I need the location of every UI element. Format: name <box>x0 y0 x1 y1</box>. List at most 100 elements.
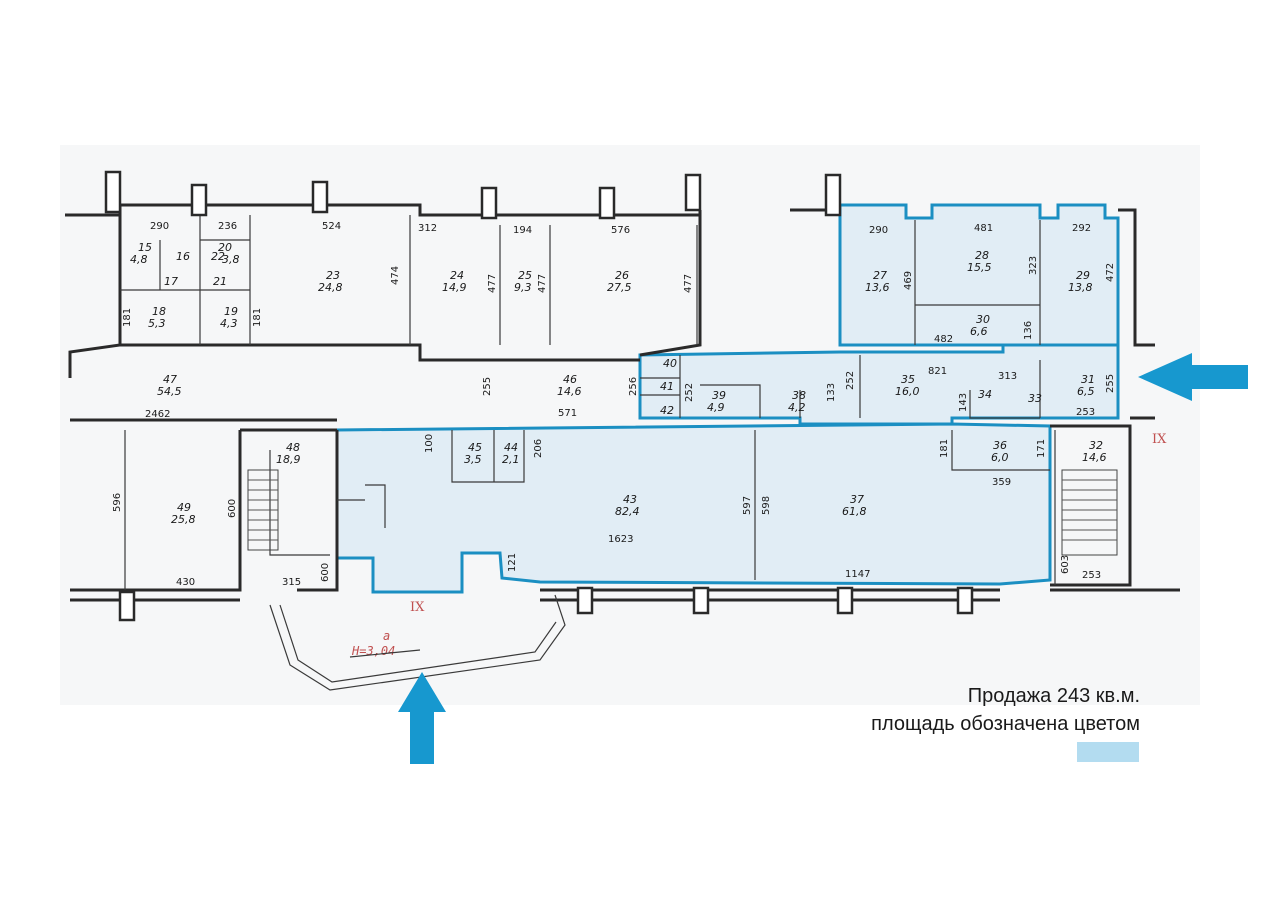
dimension: 359 <box>992 477 1011 488</box>
dimension: 206 <box>533 439 544 458</box>
room-area: 4,2 <box>788 401 806 414</box>
dimension: 136 <box>1023 321 1034 340</box>
room-area: 4,3 <box>220 317 238 330</box>
dimension: 474 <box>390 266 401 285</box>
dimension: 597 <box>742 496 753 515</box>
room-number: 26 <box>615 269 629 282</box>
dimension: 255 <box>482 377 493 396</box>
room-number: 19 <box>224 305 238 318</box>
stairs-right <box>1061 469 1118 556</box>
dimension: 143 <box>958 393 969 412</box>
room-number: 29 <box>1076 269 1090 282</box>
dimension: 194 <box>513 225 532 236</box>
room-area: 6,5 <box>1077 385 1095 398</box>
room-area: 3,5 <box>464 453 482 466</box>
room-number: 17 <box>164 275 178 288</box>
dimension: 253 <box>1076 407 1095 418</box>
dimension: 430 <box>176 577 195 588</box>
dimension: 181 <box>122 308 133 327</box>
room-area: 82,4 <box>615 505 640 518</box>
dimension: 100 <box>424 434 435 453</box>
dimension: 323 <box>1028 256 1039 275</box>
room-number: 23 <box>326 269 340 282</box>
dimension: 600 <box>227 499 238 518</box>
dimension: 256 <box>628 377 639 396</box>
annotation-leader <box>349 649 421 658</box>
room-number: 49 <box>177 501 191 514</box>
room-number: 48 <box>286 441 300 454</box>
room-number: 24 <box>450 269 464 282</box>
ceiling-height: H=3,04 <box>351 644 395 658</box>
entrance-mark: a <box>383 629 390 643</box>
room-area: 54,5 <box>157 385 182 398</box>
dimension: 821 <box>928 366 947 377</box>
entrance-canopy-inner <box>279 604 557 683</box>
room-number: 30 <box>976 313 990 326</box>
room-number: 46 <box>563 373 577 386</box>
room-area: 13,8 <box>1068 281 1093 294</box>
walls <box>65 203 1180 602</box>
entrance-canopy <box>269 594 566 691</box>
room-area: 9,3 <box>514 281 532 294</box>
room-area: 61,8 <box>842 505 867 518</box>
dimension: 181 <box>252 308 263 327</box>
stairs-left <box>247 469 279 551</box>
room-area: 2,1 <box>502 453 520 466</box>
entrance-arrow-right-icon <box>1138 353 1248 401</box>
dimension: 603 <box>1060 555 1071 574</box>
room-number: 47 <box>163 373 177 386</box>
room-area: 6,6 <box>970 325 988 338</box>
room-number: 39 <box>712 389 726 402</box>
dimension: 121 <box>507 553 518 572</box>
dimension: 477 <box>487 274 498 293</box>
room-number: 45 <box>468 441 482 454</box>
room-labels: 15 4,8 16 17 20 3,8 22 21 18 5,3 19 4,3 … <box>130 241 1107 526</box>
room-number: 36 <box>993 439 1007 452</box>
dimension: 571 <box>558 408 577 419</box>
room-area: 14,6 <box>557 385 582 398</box>
dimension: 290 <box>869 225 888 236</box>
room-number: 18 <box>152 305 166 318</box>
dimension: 576 <box>611 225 630 236</box>
room-number: 33 <box>1028 392 1042 405</box>
dimension: 171 <box>1036 439 1047 458</box>
dimension: 315 <box>282 577 301 588</box>
room-number: 43 <box>623 493 637 506</box>
dimension: 181 <box>939 439 950 458</box>
axis-ix-top: IX <box>1152 432 1167 447</box>
dimension: 598 <box>761 496 772 515</box>
highlight-area-rooms-37-45 <box>335 422 1052 594</box>
dimension: 1147 <box>845 569 870 580</box>
room-number: 31 <box>1081 373 1095 386</box>
room-number: 20 <box>218 241 232 254</box>
room-area: 27,5 <box>607 281 632 294</box>
dimension: 292 <box>1072 223 1091 234</box>
dimension: 481 <box>974 223 993 234</box>
room-number: 35 <box>901 373 915 386</box>
dimension: 312 <box>418 223 437 234</box>
room-number: 34 <box>978 388 992 401</box>
dimension: 600 <box>320 563 331 582</box>
dimension: 524 <box>322 221 341 232</box>
room-number: 41 <box>660 380 674 393</box>
room-number: 37 <box>850 493 864 506</box>
room-number: 27 <box>873 269 887 282</box>
sale-area-text: Продажа 243 кв.м. <box>967 685 1140 707</box>
dimension: 2462 <box>145 409 170 420</box>
room-number: 38 <box>792 389 806 402</box>
dimension: 253 <box>1082 570 1101 581</box>
room-area: 6,0 <box>991 451 1009 464</box>
room-area: 16,0 <box>895 385 920 398</box>
room-number: 22 <box>211 250 225 263</box>
dimension: 482 <box>934 334 953 345</box>
room-number: 15 <box>138 241 152 254</box>
dimension: 236 <box>218 221 237 232</box>
room-area: 13,6 <box>865 281 890 294</box>
room-area: 4,9 <box>707 401 725 414</box>
dimension: 477 <box>683 274 694 293</box>
room-number: 42 <box>660 404 674 417</box>
room-area: 24,8 <box>318 281 343 294</box>
dimension: 1623 <box>608 534 633 545</box>
room-area: 5,3 <box>148 317 166 330</box>
